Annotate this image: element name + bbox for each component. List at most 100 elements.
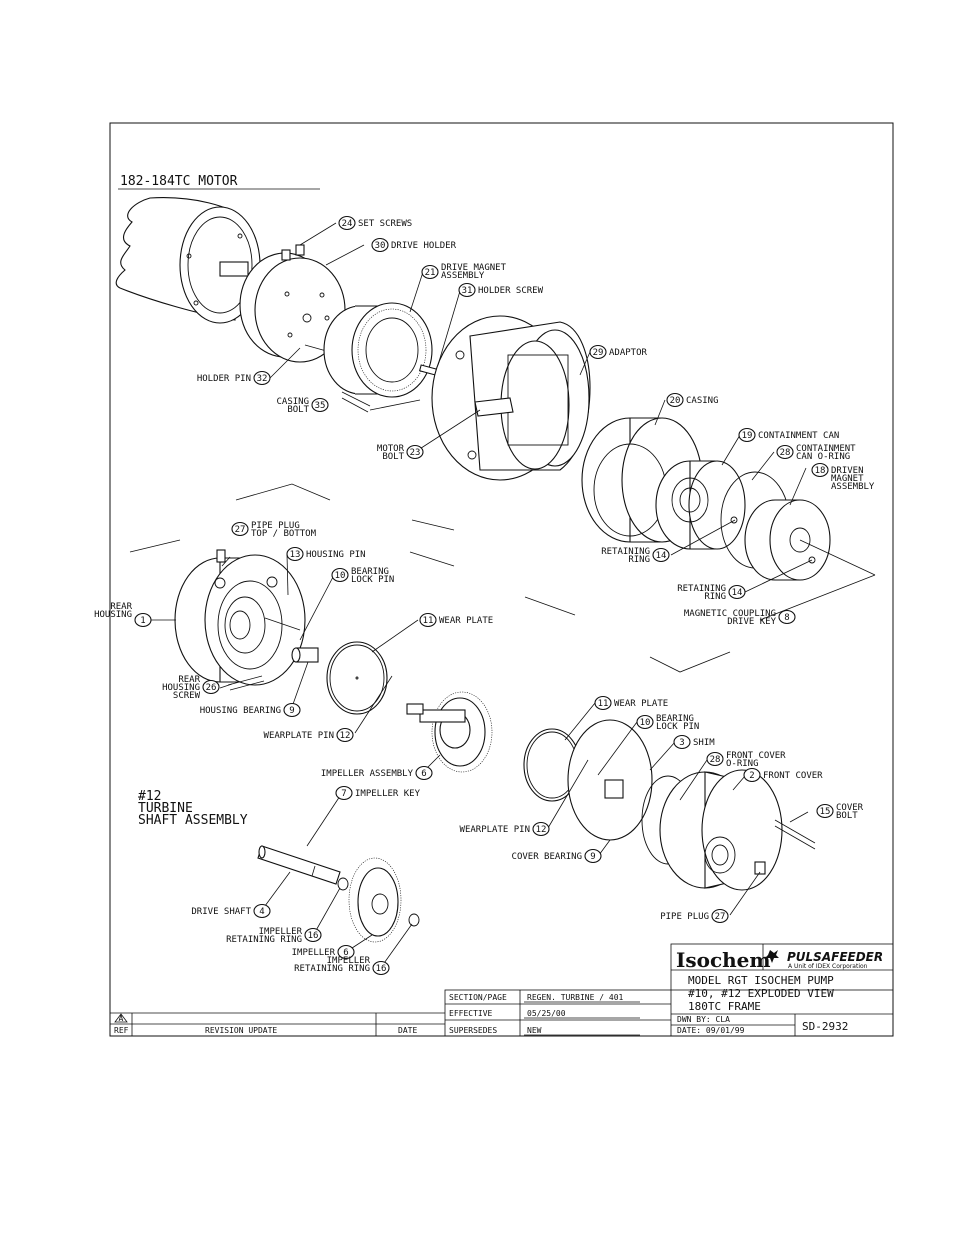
callout-number: 10 (335, 571, 346, 581)
callout-label: RING (628, 555, 650, 565)
callout-bubble (331, 567, 349, 583)
callout-number: 12 (340, 731, 351, 741)
callout-label: CONTAINMENT (796, 444, 856, 454)
callout-bubble (458, 282, 476, 298)
callout-number: 28 (780, 448, 791, 458)
callout-number: 8 (784, 613, 789, 623)
callout-label: HOLDER PIN (197, 374, 251, 384)
adaptor-drawing (431, 315, 591, 481)
callout-bubble (371, 237, 389, 253)
callout-label: RETAINING (601, 547, 650, 557)
callout-bubble (584, 848, 602, 864)
callout-label: IMPELLER (327, 956, 371, 966)
section-divider-lines (129, 483, 731, 673)
callout-label: DRIVE SHAFT (191, 907, 251, 917)
callout-label: WEARPLATE PIN (264, 731, 334, 741)
casing-bolt-drawing (341, 391, 421, 413)
callout-number: 19 (742, 431, 753, 441)
pulsafeeder-logo: PULSAFEEDER (787, 950, 883, 964)
callout-label: IMPELLER ASSEMBLY (321, 769, 414, 779)
callout-number: 15 (820, 807, 831, 817)
drive-shaft-drawing (257, 845, 341, 885)
callout-label: BEARING (656, 714, 694, 724)
callout-label: BEARING (351, 567, 389, 577)
callout-number: 7 (341, 789, 346, 799)
ref-label: REF (114, 1026, 129, 1035)
shim-drawing (567, 719, 653, 841)
callout-number: 12 (536, 825, 547, 835)
callout-label: MAGNET (831, 474, 864, 484)
rear-housing-screw-drawing (227, 675, 265, 691)
drawing-date: DATE: 09/01/99 (677, 1026, 745, 1035)
callout-number: 30 (375, 241, 386, 251)
callout-bubble (636, 714, 654, 730)
callout-bubble (253, 370, 271, 386)
callout-bubble (594, 695, 612, 711)
callout-bubble (666, 392, 684, 408)
callout-bubble (415, 765, 433, 781)
callout-number: 3 (679, 738, 684, 748)
callout-label: SCREW (173, 691, 201, 701)
callout-number: 20 (670, 396, 681, 406)
callout-number: 9 (590, 852, 595, 862)
drawing-title-line1: MODEL RGT ISOCHEM PUMP (688, 974, 834, 987)
callout-label: COVER (836, 803, 864, 813)
title-block: Isochem PULSAFEEDER A Unit of IDEX Corpo… (444, 943, 894, 1037)
callout-number: 14 (732, 588, 743, 598)
callout-bubble (372, 960, 390, 976)
callout-label: CAN O-RING (796, 452, 850, 462)
revision-date-label: DATE (398, 1026, 417, 1035)
callout-label: CONTAINMENT CAN (758, 431, 839, 441)
callout-bubble (338, 215, 356, 231)
callout-label: LOCK PIN (351, 575, 394, 585)
callout-label: PIPE PLUG (660, 912, 709, 922)
turbine-title-line2: TURBINE (138, 801, 193, 816)
callout-bubble (743, 767, 761, 783)
callout-number: 6 (343, 948, 348, 958)
callout-number: 11 (423, 616, 434, 626)
callout-number: 27 (235, 525, 246, 535)
callout-number: 31 (462, 286, 473, 296)
callout-bubble (202, 679, 220, 695)
callout-label: FRONT COVER (763, 771, 823, 781)
callout-label: REAR (110, 602, 132, 612)
callout-bubble (421, 264, 439, 280)
callout-label: DRIVE MAGNET (441, 263, 507, 273)
callout-label: WEARPLATE PIN (460, 825, 530, 835)
supersedes-label: SUPERSEDES (449, 1026, 497, 1035)
callout-label: MAGNETIC COUPLING (684, 609, 776, 619)
callout-label: O-RING (726, 759, 759, 769)
rear-wear-plate-drawing (326, 641, 388, 715)
turbine-title-line3: SHAFT ASSEMBLY (138, 813, 248, 828)
callout-label: HOUSING PIN (306, 550, 366, 560)
callout-bubble (738, 427, 756, 443)
revision-block: A REF REVISION UPDATE DATE (110, 1012, 445, 1036)
callout-bubble (283, 702, 301, 718)
callout-label: SHIM (693, 738, 715, 748)
callout-label: CASING (276, 397, 309, 407)
callout-number: 32 (257, 374, 268, 384)
callout-label: BOLT (382, 452, 404, 462)
callout-number: 11 (598, 699, 609, 709)
callout-bubble (532, 821, 550, 837)
turbine-title-line1: #12 (138, 789, 161, 804)
callout-number: 29 (593, 348, 604, 358)
callout-number: 23 (410, 448, 421, 458)
callout-number: 2 (749, 771, 754, 781)
callout-number: 35 (315, 401, 326, 411)
callout-label: RETAINING (677, 584, 726, 594)
